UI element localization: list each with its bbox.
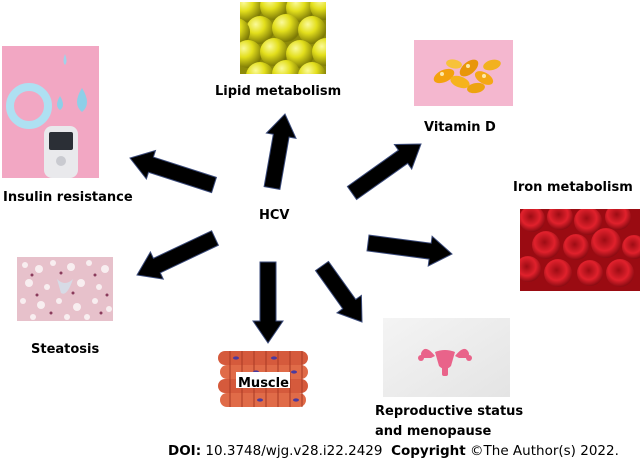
steatosis-label: Steatosis (31, 342, 100, 357)
vitamin-capsules-picture (414, 40, 513, 106)
liver-histology-picture (17, 257, 113, 321)
muscle-fibers-picture (216, 347, 310, 413)
reproductive-label-line2: and menopause (375, 424, 492, 439)
arrow-to-steatosis (136, 230, 220, 280)
iron-metabolism-label: Iron metabolism (513, 180, 633, 195)
arrow-to-iron (366, 234, 453, 267)
arrow-to-vitamin-d (346, 143, 422, 201)
insulin-resistance-label: Insulin resistance (3, 190, 133, 205)
copyright-value: ©The Author(s) 2022. (470, 443, 619, 459)
reproductive-label-line1: Reproductive status (375, 404, 524, 419)
hcv-label: HCV (259, 208, 290, 223)
vitamin-d-label: Vitamin D (424, 120, 496, 135)
arrow-to-lipid (263, 113, 297, 190)
uterus-picture (383, 318, 510, 397)
red-blood-cells-picture (520, 209, 640, 291)
arrow-to-insulin (129, 149, 218, 194)
lipid-metabolism-label: Lipid metabolism (215, 84, 342, 99)
arrows-group (129, 113, 453, 344)
glucometer-picture (2, 46, 99, 178)
yellow-spheres-picture (240, 2, 326, 74)
copyright-label: Copyright (391, 443, 466, 459)
arrow-to-muscle (252, 261, 284, 344)
muscle-label: Muscle (238, 376, 289, 391)
doi-value: 10.3748/wjg.v28.i22.2429 (205, 443, 383, 459)
footer-citation: DOI: 10.3748/wjg.v28.i22.2429 Copyright … (168, 443, 619, 459)
doi-label: DOI: (168, 443, 202, 459)
arrow-to-reproductive (314, 260, 363, 323)
